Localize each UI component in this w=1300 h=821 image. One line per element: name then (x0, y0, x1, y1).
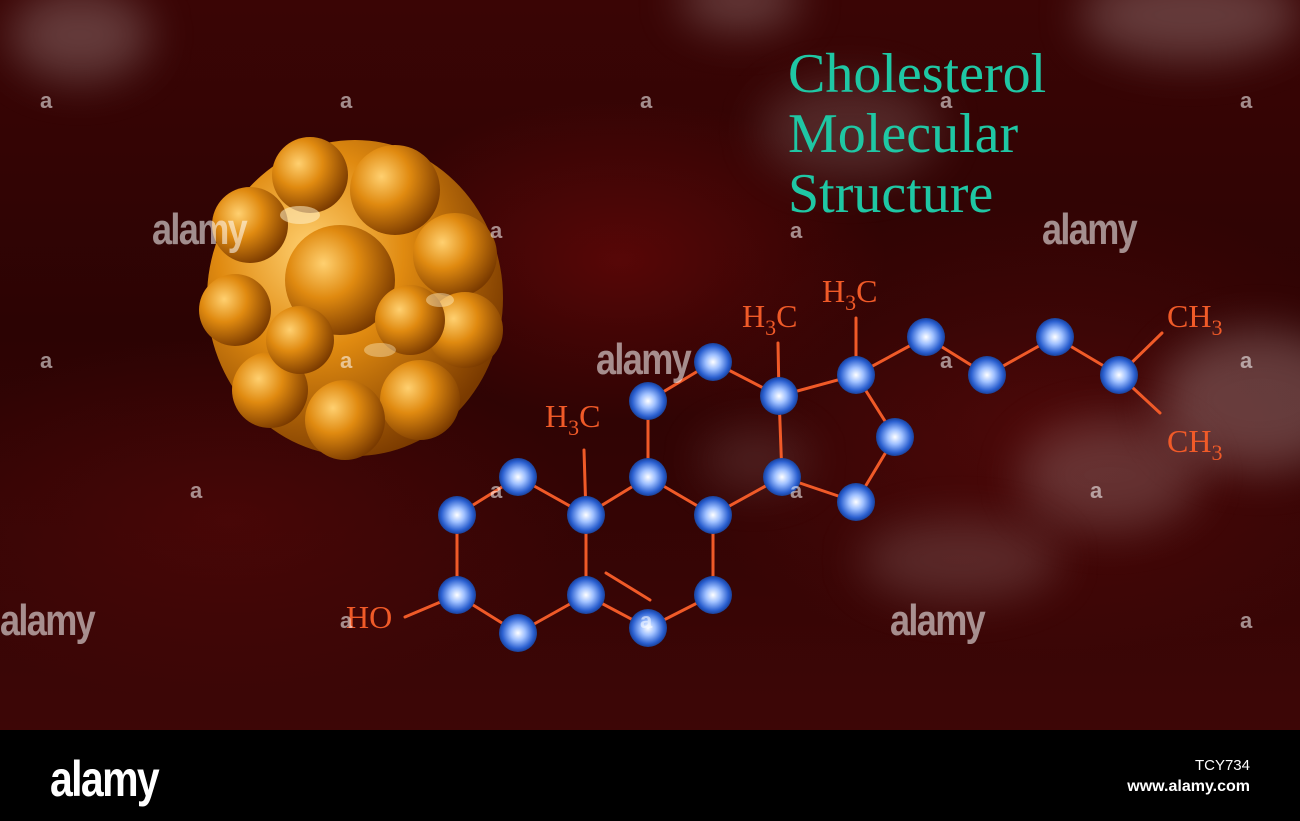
watermark: alamy (1042, 205, 1138, 254)
label-ch3-bottom: CH3 (1167, 423, 1222, 465)
carbon-atom (438, 496, 476, 534)
carbon-atom (1036, 318, 1074, 356)
fog-cloud (860, 520, 1060, 600)
carbon-atom (629, 609, 667, 647)
watermark-mark: a (40, 88, 53, 113)
carbon-atom (694, 496, 732, 534)
carbon-atom (694, 576, 732, 614)
label-h3c-left: H3C (545, 398, 600, 440)
watermark: alamy (0, 596, 96, 645)
watermark-mark: a (1240, 348, 1253, 373)
cholesterol-blob (199, 137, 503, 460)
illustration-background: Cholesterol Molecular Structure (0, 0, 1300, 730)
carbon-atoms (438, 318, 1138, 652)
watermark: alamy (596, 335, 692, 384)
watermark-mark: a (490, 478, 503, 503)
fog-cloud (10, 0, 150, 80)
label-h3c-right: H3C (822, 273, 877, 315)
label-h3c-mid: H3C (742, 298, 797, 340)
fog-cloud (1020, 420, 1200, 530)
watermark-mark: a (640, 608, 653, 633)
label-ch3-top: CH3 (1167, 298, 1222, 340)
carbon-atom (837, 483, 875, 521)
carbon-atom (567, 496, 605, 534)
carbon-atom (499, 458, 537, 496)
watermark-mark: a (1240, 88, 1253, 113)
footer-logo: alamy (50, 751, 160, 807)
footer-url: www.alamy.com (1127, 778, 1250, 795)
watermark: alamy (890, 596, 986, 645)
carbon-atom (760, 377, 798, 415)
carbon-atom (629, 458, 667, 496)
carbon-atom (438, 576, 476, 614)
watermark-mark: a (490, 218, 503, 243)
diagram-title: Cholesterol Molecular Structure (788, 44, 1046, 224)
watermark-mark: a (40, 348, 53, 373)
bond-line (604, 571, 652, 602)
fog-cloud (760, 80, 940, 180)
watermark: alamy (152, 205, 248, 254)
carbon-atom (907, 318, 945, 356)
carbon-atom (876, 418, 914, 456)
watermark-mark: a (640, 88, 653, 113)
carbon-atom (763, 458, 801, 496)
carbon-atom (837, 356, 875, 394)
carbon-atom (1100, 356, 1138, 394)
title-line: Cholesterol (788, 43, 1047, 105)
watermark-mark: a (340, 348, 353, 373)
watermark-mark: a (1090, 478, 1103, 503)
watermark-mark: a (790, 218, 803, 243)
image-id: TCY734 (1194, 757, 1250, 774)
watermark-mark: a (340, 608, 353, 633)
carbon-atom (694, 343, 732, 381)
carbon-atom (567, 576, 605, 614)
carbon-atom (499, 614, 537, 652)
watermark-mark: a (790, 478, 803, 503)
carbon-atom (968, 356, 1006, 394)
title-line: Molecular (788, 103, 1019, 165)
title-line: Structure (788, 163, 994, 225)
cholesterol-structure: H3C H3C H3C CH3 CH3 HO (199, 137, 1222, 652)
carbon-atom (629, 382, 667, 420)
watermark-mark: a (940, 348, 953, 373)
label-ho: HO (346, 599, 392, 635)
watermark-mark: a (340, 88, 353, 113)
watermark-mark: a (190, 478, 203, 503)
watermark-mark: a (1240, 608, 1253, 633)
footer-bar: alamy TCY734 www.alamy.com (0, 730, 1300, 821)
watermark-mark: a (940, 88, 953, 113)
